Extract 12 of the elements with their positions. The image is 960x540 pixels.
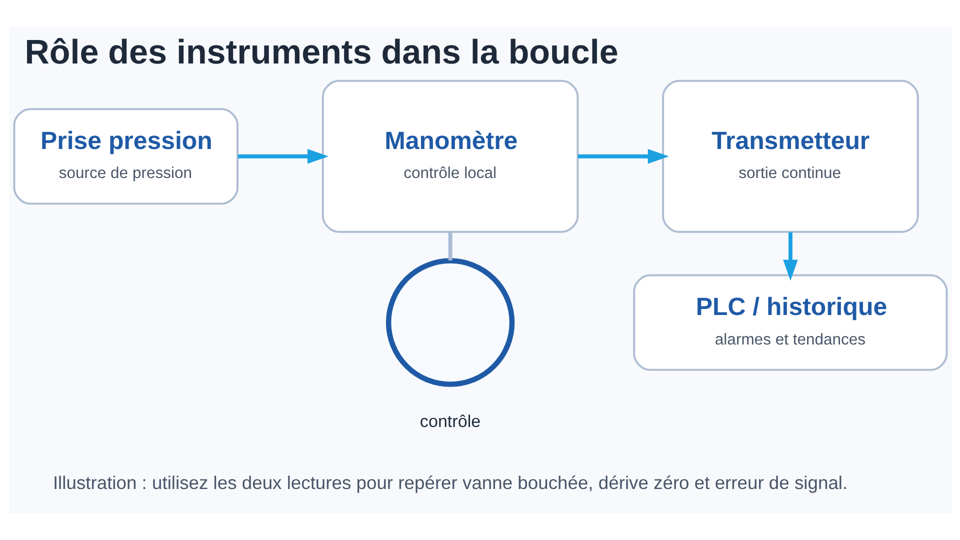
node-label: contrôle	[419, 412, 480, 431]
node-box: Prise pression source de pression	[12, 108, 238, 205]
caption: Illustration : utilisez les deux lectures pour repérer vanne bouchée, dérive zéro et erreur de signal.	[52, 472, 848, 493]
diagram-title: Rôle des instruments dans la boucle	[24, 34, 618, 72]
node-circle	[385, 258, 514, 387]
arrow	[577, 149, 668, 164]
node-box: PLC / historique alarmes et tendances	[632, 274, 948, 371]
arrow	[238, 149, 328, 164]
arrow	[782, 232, 798, 281]
node-box: Manomètre contrôle local	[321, 80, 578, 233]
connector	[448, 232, 452, 260]
node-box: Transmetteur sortie continue	[662, 80, 918, 233]
